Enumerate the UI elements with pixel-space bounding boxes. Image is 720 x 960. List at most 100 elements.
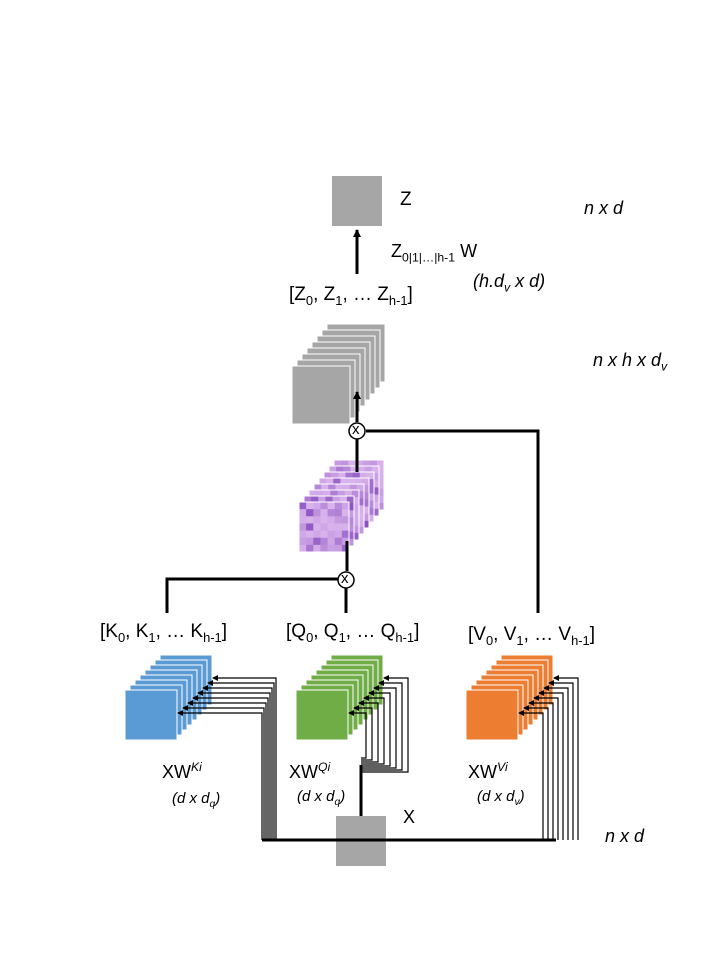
attention-cell (361, 485, 370, 493)
attention-cell (327, 516, 336, 524)
attention-cell (351, 532, 360, 541)
attention-cell (376, 488, 385, 497)
attention-cell (320, 516, 328, 524)
query-weight-label: XWQi (289, 760, 331, 782)
attention-cell (313, 544, 321, 553)
value-weight-dims: (d x dv) (477, 788, 525, 808)
attention-cell (318, 496, 326, 504)
fan-line (348, 710, 367, 759)
attention-cell (345, 472, 353, 480)
attention-cell (342, 484, 351, 492)
fan-line (523, 705, 549, 840)
attention-cell (327, 502, 336, 510)
attention-cell (361, 478, 370, 486)
key-weight-label: XWKi (162, 760, 202, 782)
input-dims-label: n x d (605, 826, 645, 846)
attention-cell (333, 478, 341, 486)
attention-cell (313, 537, 321, 546)
attention-cell (327, 544, 336, 553)
fan-line (361, 675, 409, 773)
attention-cell (326, 478, 334, 486)
attention-cell (320, 544, 328, 553)
query-projection-stack (295, 654, 384, 741)
attention-cell (306, 516, 314, 524)
fan-line (202, 685, 273, 840)
attention-cell (339, 496, 348, 504)
fan-line (518, 710, 544, 840)
attention-cell (376, 495, 385, 504)
attention-cell (313, 502, 321, 510)
attention-cell (329, 466, 337, 474)
attention-cell (362, 460, 371, 468)
fan-line (538, 690, 564, 840)
attention-cell (371, 466, 380, 474)
fan-line (361, 685, 397, 769)
attention-cell (366, 486, 375, 494)
attention-cell (366, 479, 375, 487)
attention-cell (346, 524, 355, 533)
attention-cell (361, 513, 370, 522)
attention-cell (323, 490, 331, 498)
fan-line (361, 690, 391, 767)
output-z-label: Z (400, 189, 412, 210)
multiply-node-upper (348, 422, 366, 440)
attention-cell (349, 484, 358, 492)
attention-cell (299, 509, 307, 517)
attention-cell (371, 501, 380, 510)
attention-cell (334, 544, 343, 553)
attention-cell (371, 473, 380, 481)
output-dims-label: n x d (584, 198, 624, 218)
attention-cell (299, 530, 307, 539)
attention-cell (319, 478, 327, 486)
attention-cell (355, 460, 363, 468)
attention-cell (366, 507, 375, 516)
attention-cell (352, 472, 361, 480)
attention-cell (357, 466, 366, 474)
key-projection-layer (124, 689, 178, 741)
attention-cell (332, 496, 341, 504)
attention-cell (346, 538, 355, 547)
attention-cell (361, 499, 370, 507)
attention-cell (327, 523, 336, 531)
fan-line (528, 700, 554, 840)
attention-cell (356, 505, 365, 513)
attention-cell (320, 537, 328, 546)
attention-cell (371, 487, 380, 495)
attention-cell (341, 502, 350, 510)
attention-cell (313, 509, 321, 517)
attention-cell (361, 520, 370, 529)
value-weight-label: XWVi (468, 760, 508, 782)
attention-cell (320, 523, 328, 531)
fan-line (212, 675, 277, 840)
attention-cell (328, 484, 336, 492)
input-x-label: X (403, 807, 416, 827)
concat-label: Z0|1|…|h-1 W (391, 241, 478, 265)
attention-cell (320, 502, 328, 510)
key-projection-stack (124, 654, 213, 741)
attention-cell (299, 516, 307, 524)
value-projection-stack (465, 654, 554, 741)
attention-cell (309, 490, 317, 498)
attention-weights-stack (298, 459, 385, 553)
attention-cell (327, 537, 336, 546)
attention-cell (341, 516, 350, 524)
attention-cell (327, 509, 336, 517)
fan-line (177, 710, 263, 840)
attention-cell (334, 509, 343, 517)
attention-cell (336, 466, 344, 474)
attention-layer-border (298, 501, 350, 553)
attention-cell (320, 530, 328, 539)
attention-cell (299, 502, 307, 510)
attention-cell (376, 481, 385, 489)
w-dims-label: (h.dv x d) (473, 271, 546, 295)
attention-cell (306, 523, 314, 531)
attention-cell (356, 526, 365, 535)
output-z-box (332, 176, 382, 226)
attention-cell (346, 510, 355, 518)
attention-cell (334, 523, 343, 531)
attention-cell (331, 472, 339, 480)
attention-cell (364, 466, 373, 474)
attention-cell (334, 537, 343, 546)
attention-cell (371, 508, 380, 517)
